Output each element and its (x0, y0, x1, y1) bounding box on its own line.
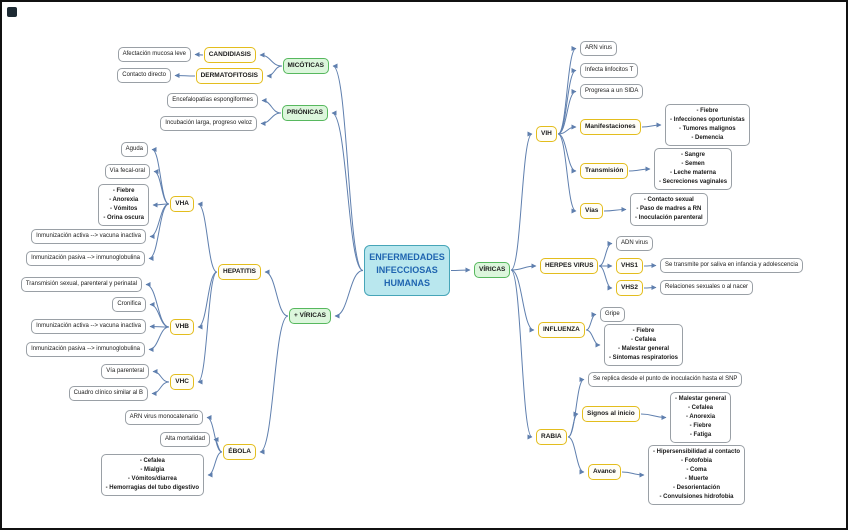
node-progresa-sida[interactable]: Progresa a un SIDA (580, 84, 644, 99)
node-rabia[interactable]: RABIA (536, 429, 567, 445)
node-hepatitis[interactable]: HEPATITIS (218, 264, 261, 280)
node-afectacion-mucosa[interactable]: Afectación mucosa leve (117, 47, 191, 62)
node-manifestaciones[interactable]: Manifestaciones (580, 119, 641, 135)
node-vhb-inmunizacion-pasiva[interactable]: Inmunización pasiva --> inmunoglobulina (26, 342, 145, 357)
node-candidiasis[interactable]: CANDIDIASIS (203, 47, 256, 63)
node-vhs1-desc[interactable]: Se transmite por saliva en infancia y ad… (660, 258, 804, 273)
node-ebola-sintomas[interactable]: - Cefalea - Mialgia - Vómitos/diarrea - … (100, 454, 204, 496)
node-vha-inmunizacion-activa[interactable]: Inmunización activa --> vacuna inactiva (31, 229, 146, 244)
node-influenza[interactable]: INFLUENZA (538, 322, 585, 338)
node-viricas-right[interactable]: VÍRICAS (474, 262, 511, 278)
node-rabia-replica[interactable]: Se replica desde el punto de inoculación… (588, 372, 743, 387)
node-transmision-lista[interactable]: - Sangre - Semen - Leche materna - Secre… (654, 148, 733, 190)
node-prionicas[interactable]: PRIÓNICAS (281, 105, 328, 121)
node-vhb-transmision[interactable]: Transmisión sexual, parenteral y perinat… (20, 277, 142, 292)
node-aguda[interactable]: Aguda (120, 142, 148, 157)
node-vhb[interactable]: VHB (170, 319, 194, 335)
node-vias[interactable]: Vías (580, 203, 604, 219)
node-micoticas[interactable]: MICÓTICAS (282, 58, 329, 74)
node-vhc[interactable]: VHC (170, 374, 194, 390)
node-cronifica[interactable]: Cronifica (112, 297, 146, 312)
node-encefalopatias[interactable]: Encefalopatías espongiformes (167, 93, 258, 108)
node-influenza-sintomas[interactable]: - Fiebre - Cefalea - Malestar general - … (604, 324, 684, 366)
node-vih[interactable]: VIH (536, 126, 557, 142)
node-arn-virus[interactable]: ARN virus (580, 41, 618, 56)
node-transmision[interactable]: Transmisión (580, 163, 629, 179)
node-incubacion[interactable]: Incubación larga, progreso veloz (160, 116, 257, 131)
node-vias-lista[interactable]: - Contacto sexual - Paso de madres a RN … (630, 193, 708, 226)
node-contacto-directo[interactable]: Contacto directo (117, 68, 171, 83)
node-vha[interactable]: VHA (170, 196, 194, 212)
node-herpes-virus[interactable]: HERPES VIRUS (540, 258, 599, 274)
node-arn-monocatenario[interactable]: ARN virus monocatenario (124, 410, 203, 425)
node-dermatofitosis[interactable]: DERMATOFITOSIS (195, 68, 263, 84)
node-vhs2-desc[interactable]: Relaciones sexuales o al nacer (660, 280, 754, 295)
node-avance-lista[interactable]: - Hipersensibilidad al contacto - Fotofo… (648, 445, 746, 505)
node-gripe[interactable]: Gripe (600, 307, 625, 322)
node-ebola[interactable]: ÉBOLA (223, 444, 256, 460)
node-adn-virus[interactable]: ADN virus (616, 236, 654, 251)
node-infecta-linfocitos[interactable]: Infecta linfocitos T (580, 63, 639, 78)
node-avance[interactable]: Avance (588, 464, 621, 480)
corner-mark (7, 7, 17, 17)
node-viricas-left[interactable]: + VÍRICAS (289, 308, 331, 324)
node-signos-inicio[interactable]: Signos al inicio (582, 406, 640, 422)
node-vha-sintomas[interactable]: - Fiebre - Anorexia - Vómitos - Orina os… (98, 184, 149, 226)
node-alta-mortalidad[interactable]: Alta mortalidad (159, 432, 210, 447)
node-signos-lista[interactable]: - Malestar general - Cefalea - Anorexia … (670, 392, 732, 443)
node-cuadro-clinico[interactable]: Cuadro clínico similar al B (68, 386, 148, 401)
node-central-topic[interactable]: ENFERMEDADES INFECCIOSAS HUMANAS (364, 245, 450, 297)
node-vha-inmunizacion-pasiva[interactable]: Inmunización pasiva --> inmunoglobulina (26, 251, 145, 266)
node-manifestaciones-lista[interactable]: - Fiebre - Infecciones oportunistas - Tu… (665, 104, 750, 146)
node-vhs1[interactable]: VHS1 (616, 258, 643, 274)
node-via-fecal-oral[interactable]: Vía fecal-oral (104, 164, 150, 179)
node-via-parenteral[interactable]: Vía parenteral (101, 364, 149, 379)
node-vhb-inmunizacion-activa[interactable]: Inmunización activa --> vacuna inactiva (31, 319, 146, 334)
node-vhs2[interactable]: VHS2 (616, 280, 643, 296)
